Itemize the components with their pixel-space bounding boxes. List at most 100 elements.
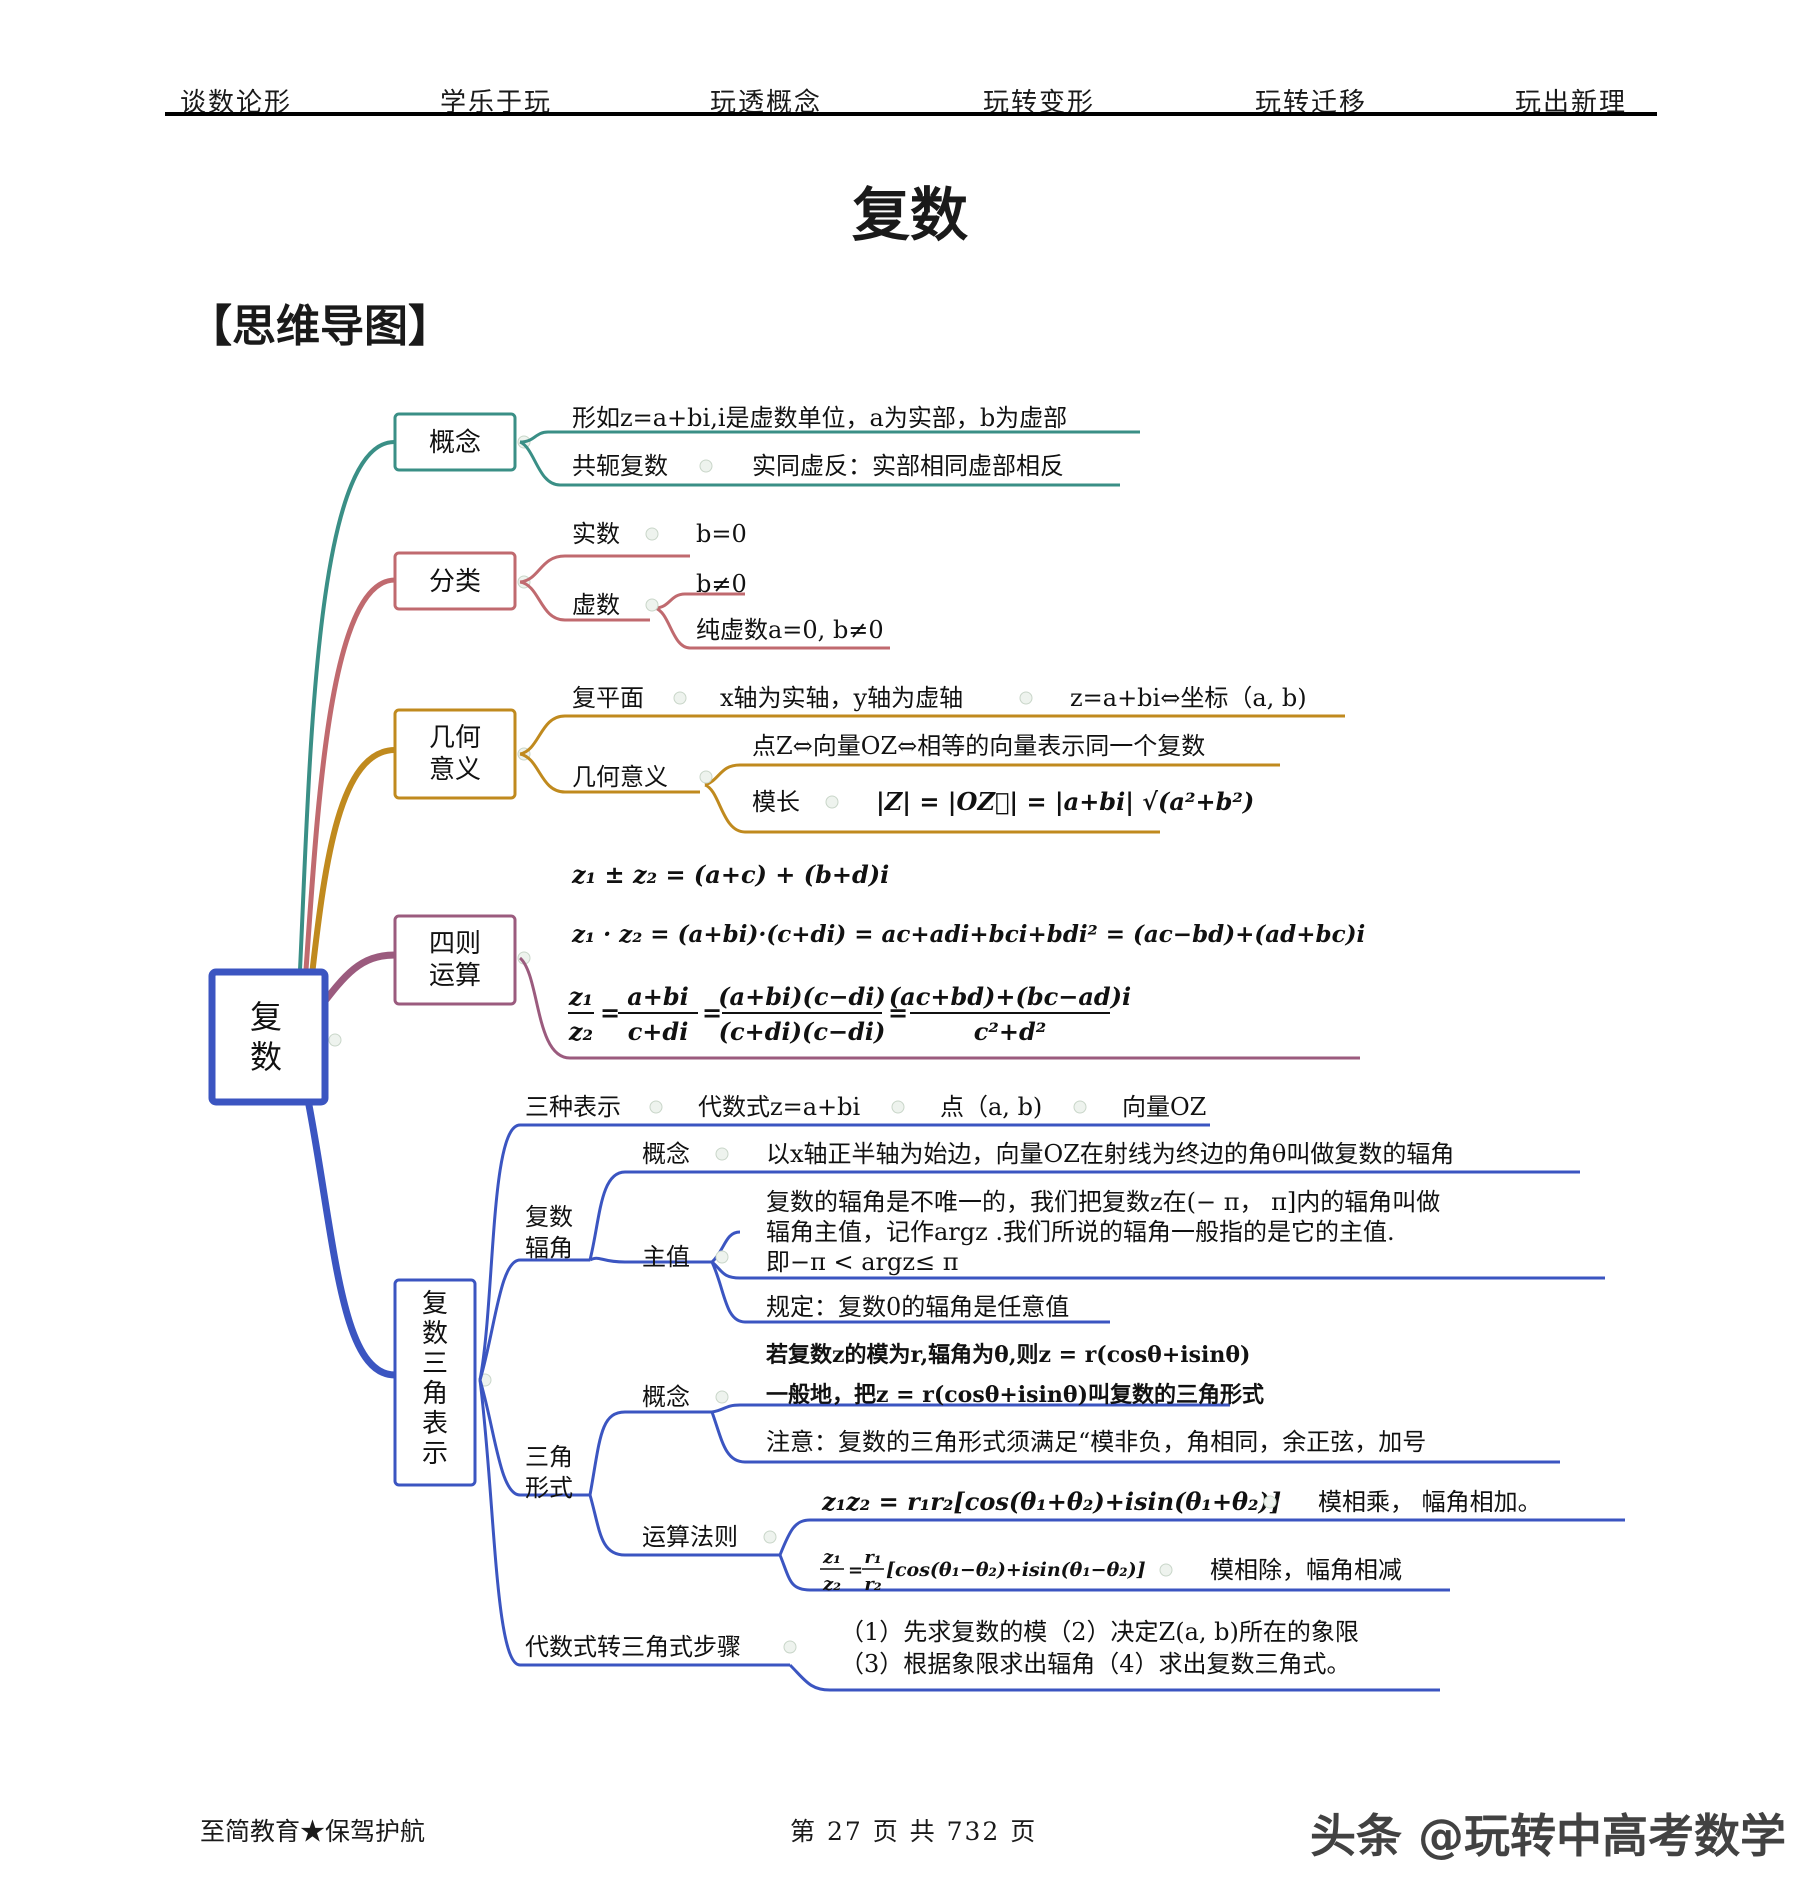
- collapse-icon: [715, 1147, 729, 1161]
- collapse-icon: [715, 1390, 729, 1404]
- equals-sign: =: [600, 998, 620, 1027]
- collapse-icon: [673, 691, 687, 705]
- trig-concept-text: 若复数z的模为r,辐角为θ,则z = r(cosθ+isinθ): [766, 1342, 1250, 1368]
- point-form: 点（a, b): [940, 1093, 1042, 1121]
- real-condition: b=0: [696, 520, 747, 548]
- trig-form-label: 形式: [525, 1474, 573, 1502]
- collapse-icon: [783, 1640, 797, 1654]
- classify-label: 分类: [429, 567, 481, 597]
- frac-den: c+di: [628, 1017, 689, 1046]
- multiplication-formula: z₁ · z₂ = (a+bi)·(c+di) = ac+adi+bci+bdi…: [571, 921, 1365, 948]
- frac-den: (c+di)(c−di): [719, 1017, 886, 1046]
- frac-den: z₂: [568, 1017, 593, 1046]
- modulus-formula: |Z| = |OZ⃗| = |a+bi| √(a²+b²): [876, 787, 1254, 816]
- section-title: 【思维导图】: [188, 301, 452, 352]
- equals-sign: =: [888, 998, 908, 1027]
- collapse-icon: [891, 1100, 905, 1114]
- geometric-meaning-text: 点Z⇔向量OZ⇔相等的向量表示同一个复数: [752, 732, 1205, 760]
- conversion-steps-text: （3）根据象限求出辐角（4）求出复数三角式。: [840, 1650, 1351, 1678]
- operations-label: 四则: [429, 929, 481, 959]
- frac-num: r₁: [864, 1547, 881, 1568]
- frac-num: z₁: [822, 1547, 841, 1568]
- trig-label: 表: [422, 1409, 448, 1439]
- geometric-meaning-label: 几何意义: [572, 763, 668, 791]
- collapse-icon: [1159, 1563, 1173, 1577]
- principal-value-text: 即−π < argz≤ π: [766, 1248, 959, 1276]
- concept-node: [393, 412, 517, 472]
- principal-value-text: 复数的辐角是不唯一的，我们把复数z在(− π， π]内的辐角叫做: [766, 1188, 1440, 1216]
- collapse-icon: [645, 527, 659, 541]
- frac-num: (ac+bd)+(bc−ad)i: [889, 982, 1131, 1011]
- frac-num: a+bi: [627, 982, 689, 1011]
- algebraic-form: 代数式z=a+bi: [698, 1093, 861, 1121]
- trig-group: 复 数 三 角 表 示: [393, 1093, 1625, 1692]
- trig-concept-text: 一般地，把z = r(cosθ+isinθ)叫复数的三角形式: [766, 1382, 1264, 1408]
- multiplication-rule-text: 模相乘， 幅角相加。: [1318, 1488, 1542, 1516]
- imaginary-label: 虚数: [572, 591, 620, 619]
- trig-form-label: 三角: [525, 1443, 573, 1471]
- watermark: 头条 @玩转中高考数学: [1310, 1809, 1787, 1863]
- operations-node: [393, 914, 517, 1006]
- branch-geometry: [309, 747, 398, 978]
- root-node: [208, 968, 329, 1106]
- collapse-icon: [1263, 1495, 1277, 1509]
- real-label: 实数: [572, 520, 620, 548]
- geometry-label: 几何: [429, 723, 481, 753]
- geometry-group: 几何 意义 复平面 x轴为实轴，y轴为虚轴 z=a+bi⇔坐标（a, b) 几何…: [393, 684, 1345, 834]
- classify-node: [393, 551, 517, 611]
- trig-label: 复: [422, 1289, 448, 1319]
- classify-group: 分类 实数 b=0 虚数 b≠0 纯虚数a=0, b≠0: [393, 520, 890, 650]
- pure-imaginary: 纯虚数a=0, b≠0: [696, 616, 884, 644]
- principal-value-label: 主值: [642, 1243, 690, 1271]
- equals-sign: =: [702, 998, 722, 1027]
- equals-sign: =: [848, 1560, 863, 1581]
- trig-node: [393, 1278, 477, 1487]
- geometry-label: 意义: [429, 755, 481, 785]
- three-forms-label: 三种表示: [525, 1093, 621, 1121]
- division-rule: z₁ z₂ = r₁ r₂ [cos(θ₁−θ₂)+isin(θ₁−θ₂)]: [820, 1547, 1146, 1595]
- branch-trig: [304, 1096, 399, 1379]
- trig-concept-note: 注意：复数的三角形式须满足“模非负，角相同，余正弦，加号: [766, 1428, 1426, 1456]
- vector-form: 向量OZ: [1122, 1093, 1206, 1121]
- branch-classify: [303, 577, 398, 973]
- concept-group: 概念 形如z=a+bi,i是虚数单位，a为实部，b为虚部 共轭复数 实同虚反：实…: [393, 404, 1140, 487]
- collapse-icon: [1073, 1100, 1087, 1114]
- argument-label: 辐角: [525, 1234, 573, 1262]
- complex-plane-text: x轴为实轴，y轴为虚轴: [720, 684, 963, 712]
- root-label: 复: [250, 998, 282, 1036]
- frac-num: (a+bi)(c−di): [718, 982, 886, 1011]
- frac-num: z₁: [568, 982, 593, 1011]
- collapse-icon: [715, 1250, 729, 1264]
- collapse-icon: [699, 459, 713, 473]
- collapse-icon: [699, 770, 713, 784]
- argument-label: 复数: [525, 1203, 573, 1231]
- branch-operations: [314, 951, 399, 1014]
- division-formula: z₁ z₂ = a+bi c+di = (a+bi)(c−di) (c+di)(…: [568, 982, 1131, 1046]
- conversion-steps-label: 代数式转三角式步骤: [525, 1633, 741, 1661]
- page-title: 复数: [851, 181, 968, 249]
- branch-concept: [298, 439, 397, 972]
- argument-concept-text: 以x轴正半轴为始边，向量OZ在射线为终边的角θ叫做复数的辐角: [766, 1140, 1454, 1168]
- collapse-icon: [645, 598, 659, 612]
- footer-slogan: 至简教育★保驾护航: [200, 1817, 426, 1846]
- addition-formula: z₁ ± z₂ = (a+c) + (b+d)i: [571, 860, 889, 889]
- principal-value-text: 辐角主值，记作argz .我们所说的辐角一般指的是它的主值.: [766, 1218, 1395, 1246]
- imaginary-condition: b≠0: [696, 570, 747, 598]
- collapse-icon: [328, 1033, 342, 1047]
- concept-definition: 形如z=a+bi,i是虚数单位，a为实部，b为虚部: [572, 404, 1067, 432]
- argument-concept-label: 概念: [642, 1140, 690, 1168]
- frac-den: c²+d²: [974, 1017, 1047, 1046]
- collapse-icon: [825, 795, 839, 809]
- conversion-steps-text: （1）先求复数的模（2）决定Z(a, b)所在的象限: [840, 1618, 1359, 1646]
- operations-group: 四则 运算 z₁ ± z₂ = (a+c) + (b+d)i z₁ · z₂ =…: [393, 860, 1365, 1060]
- frac-den: r₂: [864, 1574, 881, 1595]
- root-label: 数: [250, 1038, 282, 1076]
- operation-rules-label: 运算法则: [642, 1523, 738, 1551]
- operations-label: 运算: [429, 961, 481, 991]
- conjugate-label: 共轭复数: [572, 452, 668, 480]
- complex-plane-coordinate: z=a+bi⇔坐标（a, b): [1070, 684, 1307, 712]
- trig-label: 角: [422, 1379, 448, 1409]
- trig-label: 示: [422, 1439, 448, 1469]
- division-rule-rest: [cos(θ₁−θ₂)+isin(θ₁−θ₂)]: [886, 1559, 1146, 1581]
